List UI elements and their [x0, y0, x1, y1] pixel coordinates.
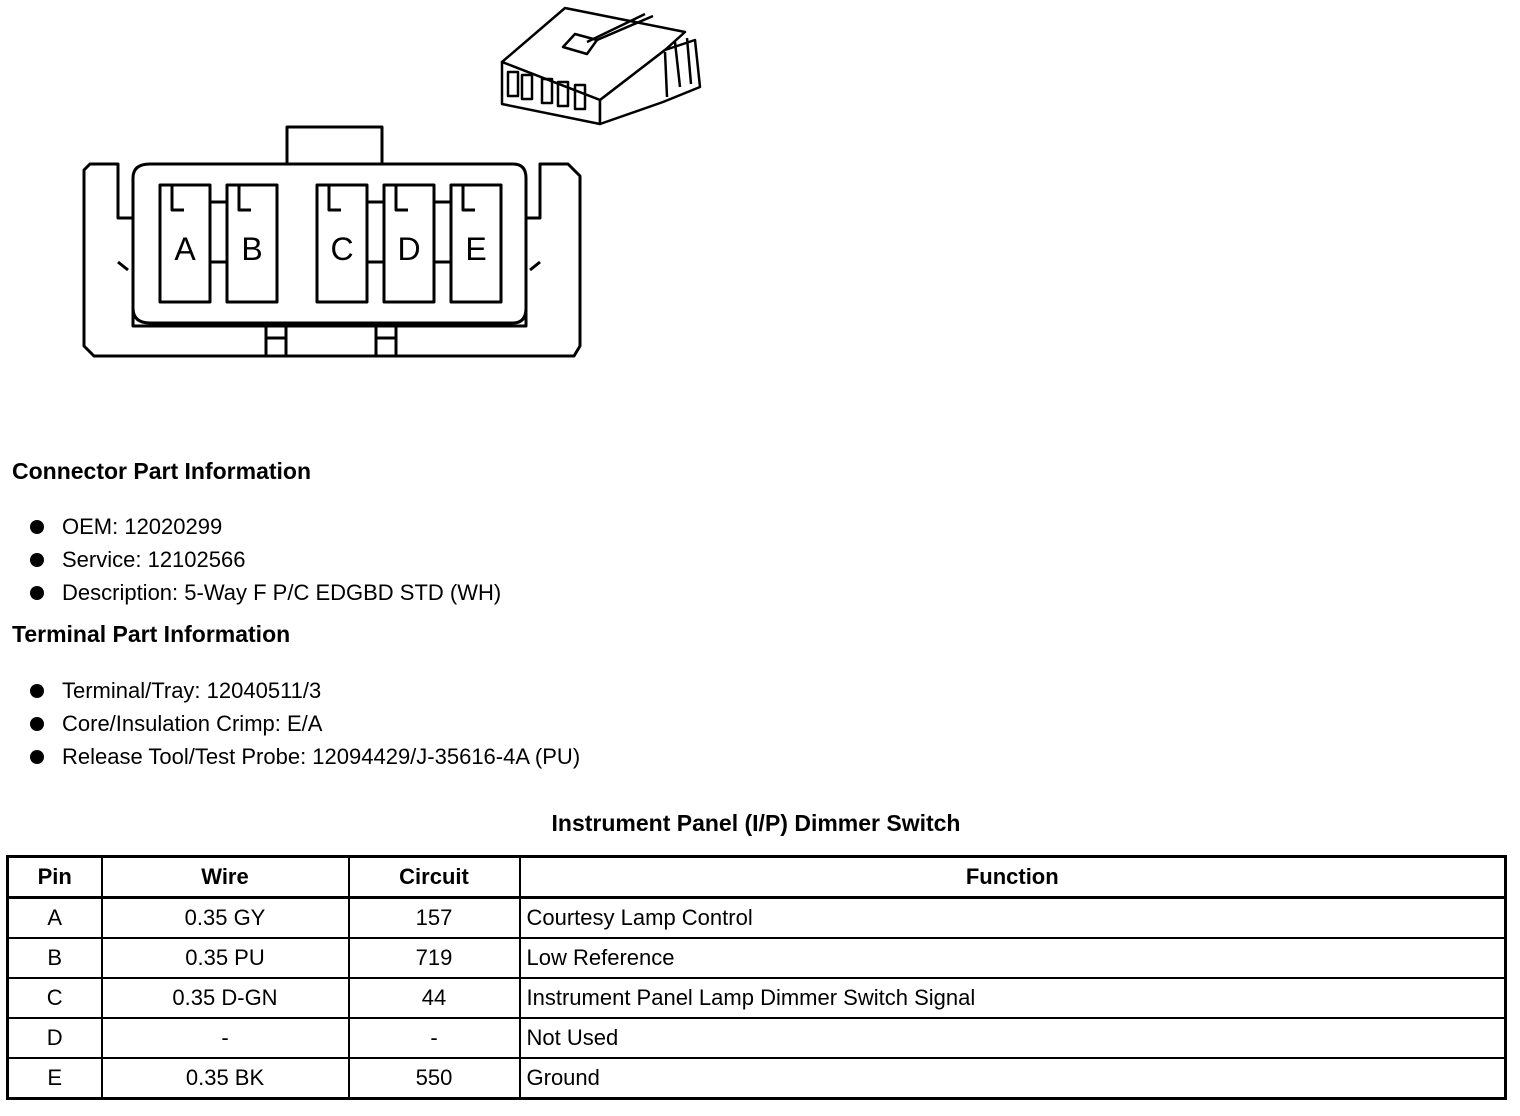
bullet-icon — [30, 749, 44, 764]
bullet-icon — [30, 585, 44, 600]
column-header-circuit: Circuit — [347, 855, 521, 899]
table-header-row: Pin Wire Circuit Function — [6, 855, 1507, 899]
pinout-table: Pin Wire Circuit Function A 0.35 GY 157 … — [6, 855, 1507, 1100]
cell-circuit: - — [347, 1017, 521, 1059]
bullet-icon — [30, 519, 44, 534]
cell-circuit: 550 — [347, 1057, 521, 1100]
cell-pin: E — [6, 1057, 103, 1100]
cell-wire: - — [100, 1017, 350, 1059]
terminal-part-info-heading: Terminal Part Information — [12, 621, 291, 647]
cell-function: Instrument Panel Lamp Dimmer Switch Sign… — [518, 977, 1507, 1019]
pin-cavity-e — [449, 183, 503, 304]
connector-part-info-heading: Connector Part Information — [12, 458, 312, 484]
table-title: Instrument Panel (I/P) Dimmer Switch — [551, 810, 961, 836]
cell-function: Low Reference — [518, 937, 1507, 979]
pin-cavity-b — [225, 183, 279, 304]
list-item: OEM: 12020299 — [30, 510, 501, 543]
table-row: D - - Not Used — [6, 1017, 1507, 1059]
cell-wire: 0.35 D-GN — [100, 977, 350, 1019]
cell-pin: D — [6, 1017, 103, 1059]
list-item: Core/Insulation Crimp: E/A — [30, 707, 580, 740]
pin-label-d: D — [397, 231, 420, 267]
cell-circuit: 157 — [347, 896, 521, 939]
bullet-icon — [30, 716, 44, 731]
list-item: Description: 5-Way F P/C EDGBD STD (WH) — [30, 576, 501, 609]
cell-function: Not Used — [518, 1017, 1507, 1059]
bullet-icon — [30, 552, 44, 567]
cell-wire: 0.35 PU — [100, 937, 350, 979]
cell-wire: 0.35 GY — [100, 896, 350, 939]
column-header-function: Function — [518, 855, 1507, 899]
cell-circuit: 719 — [347, 937, 521, 979]
table-row: A 0.35 GY 157 Courtesy Lamp Control — [6, 896, 1507, 939]
connector-isometric-illustration — [500, 6, 702, 126]
bullet-icon — [30, 683, 44, 698]
cell-function: Ground — [518, 1057, 1507, 1100]
connector-face-diagram: A B C D E — [82, 125, 582, 358]
pin-cavity-c — [315, 183, 369, 304]
pin-label-e: E — [465, 231, 486, 267]
list-item: Service: 12102566 — [30, 543, 501, 576]
pin-label-b: B — [241, 231, 262, 267]
cell-pin: C — [6, 977, 103, 1019]
cell-function: Courtesy Lamp Control — [518, 896, 1507, 939]
column-header-pin: Pin — [6, 855, 103, 899]
pin-label-a: A — [174, 231, 196, 267]
table-row: C 0.35 D-GN 44 Instrument Panel Lamp Dim… — [6, 977, 1507, 1019]
connector-part-info-list: OEM: 12020299 Service: 12102566 Descript… — [30, 510, 501, 609]
cell-circuit: 44 — [347, 977, 521, 1019]
cell-wire: 0.35 BK — [100, 1057, 350, 1100]
table-row: B 0.35 PU 719 Low Reference — [6, 937, 1507, 979]
column-header-wire: Wire — [100, 855, 350, 899]
table-row: E 0.35 BK 550 Ground — [6, 1057, 1507, 1100]
cell-pin: A — [6, 896, 103, 939]
terminal-part-info-list: Terminal/Tray: 12040511/3 Core/Insulatio… — [30, 674, 580, 773]
pin-cavity-d — [382, 183, 436, 304]
cell-pin: B — [6, 937, 103, 979]
pin-label-c: C — [330, 231, 353, 267]
list-item: Release Tool/Test Probe: 12094429/J-3561… — [30, 740, 580, 773]
list-item: Terminal/Tray: 12040511/3 — [30, 674, 580, 707]
pin-cavity-a — [158, 183, 212, 304]
